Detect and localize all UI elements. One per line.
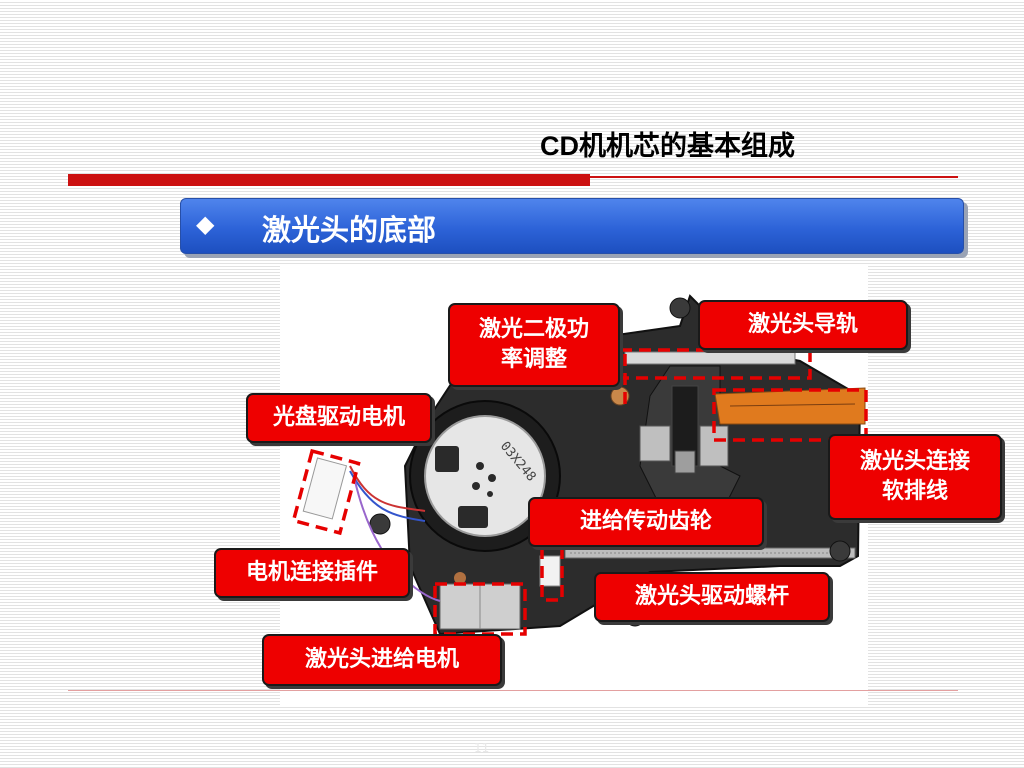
slide-title: CD机机芯的基本组成 (540, 124, 795, 163)
dash-box-flex (712, 388, 868, 442)
page-number: 11 (474, 741, 490, 755)
title-rule-thick (68, 174, 590, 186)
label-feed-gear: 进给传动齿轮 (528, 497, 764, 547)
dash-box-gear (540, 546, 564, 602)
label-laser-power-adjust: 激光二极功 率调整 (448, 303, 620, 387)
dash-box-plug (291, 448, 361, 536)
label-laser-feed-motor: 激光头进给电机 (262, 634, 502, 686)
dash-box-feed-motor (433, 582, 527, 636)
slide-title-cjk: 机机芯的基本组成 (579, 131, 795, 162)
label-laser-guide-rail: 激光头导轨 (698, 300, 908, 350)
title-rule-thin (590, 176, 958, 178)
footer-rule (68, 690, 958, 691)
slide-title-latin: CD (540, 131, 579, 161)
label-disc-drive-motor: 光盘驱动电机 (246, 393, 432, 443)
label-motor-plug: 电机连接插件 (214, 548, 410, 598)
bullet-text: 激光头的底部 (262, 213, 437, 247)
dash-box-rail (618, 348, 812, 380)
label-laser-flex-cable: 激光头连接 软排线 (828, 434, 1002, 520)
diamond-bullet-icon: ◆ (196, 210, 215, 238)
label-laser-drive-screw: 激光头驱动螺杆 (594, 572, 830, 622)
bullet-bar (180, 198, 964, 254)
